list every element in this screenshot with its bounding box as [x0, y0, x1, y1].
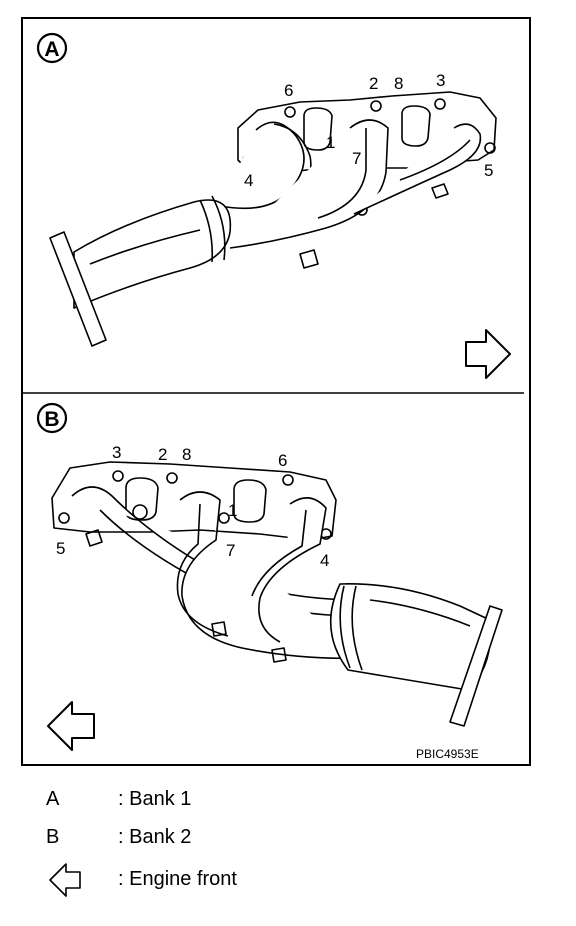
collector-b-ridge [369, 599, 471, 627]
stud-b-1 [85, 529, 103, 547]
stud-b-2 [211, 621, 227, 637]
legend-text-bank2: : Bank 2 [118, 826, 192, 848]
port-a-2 [401, 105, 431, 147]
panel-b-badge [36, 402, 68, 434]
runner-b-right [258, 497, 327, 643]
bolt-b-6 [282, 474, 294, 486]
runner-a-left [219, 121, 305, 210]
num-a-6: 6 [284, 81, 293, 100]
num-b-2: 2 [158, 445, 167, 464]
hollow-left-arrow-icon [49, 863, 81, 897]
runner-b-mid [179, 491, 363, 660]
legend-text-bank1: : Bank 1 [118, 788, 192, 810]
engine-front-arrow-a [465, 329, 511, 379]
num-b-1: 1 [228, 501, 237, 520]
collector-a-band2 [211, 195, 226, 261]
legend-key-a: A [46, 788, 60, 810]
stud-a-1 [299, 249, 319, 269]
panel-b: B [36, 402, 503, 751]
bolt-a-5 [484, 142, 496, 154]
collector-a-band [199, 199, 214, 263]
figure-frame [21, 17, 531, 766]
num-b-3: 3 [112, 443, 121, 462]
panel-a-badge-label: A [44, 38, 59, 61]
panel-b-numbers: 3 2 8 6 1 7 5 4 [56, 443, 329, 570]
num-a-3: 3 [436, 71, 445, 90]
legend-key-b: B [46, 826, 60, 848]
panel-b-badge-label: B [44, 408, 59, 431]
runner-b-right-inner [251, 509, 307, 597]
stud-a-2 [431, 183, 449, 199]
port-b-2 [233, 479, 267, 523]
num-a-5: 5 [484, 161, 493, 180]
legend-text-engine-front: : Engine front [118, 868, 237, 890]
num-b-4: 4 [320, 551, 329, 570]
num-a-7: 7 [352, 149, 361, 168]
bolt-b-stud-l [132, 504, 148, 520]
num-b-5: 5 [56, 539, 65, 558]
bolt-b-3 [112, 470, 124, 482]
outlet-flange-a [49, 231, 107, 347]
num-b-7: 7 [226, 541, 235, 560]
num-a-2: 2 [369, 74, 378, 93]
runner-b-mid-inner [176, 503, 229, 637]
collector-a-ridge [89, 229, 201, 265]
runner-a-right-inner [399, 139, 471, 181]
panel-a-badge [36, 32, 68, 64]
bolt-b-2 [166, 472, 178, 484]
runner-a-mid-inner [317, 128, 367, 219]
num-b-6: 6 [278, 451, 287, 470]
runner-a-right [353, 123, 482, 215]
port-b-1 [125, 477, 159, 521]
figure-code: PBIC4953E [416, 747, 479, 761]
bolt-b-5 [58, 512, 70, 524]
num-b-8: 8 [182, 445, 191, 464]
port-a-1 [303, 107, 333, 151]
stud-b-3 [271, 647, 287, 663]
panel-a: A [36, 32, 511, 379]
collector-b-band [339, 585, 351, 669]
bolt-a-3 [434, 98, 446, 110]
collector-b-band2 [351, 585, 363, 671]
num-a-1: 1 [326, 133, 335, 152]
runner-b-left [71, 486, 363, 601]
outlet-flange-b [449, 605, 503, 727]
collector-a [73, 199, 232, 309]
bolt-a-2 [370, 100, 382, 112]
num-a-4: 4 [244, 171, 253, 190]
bolt-a-6 [284, 106, 296, 118]
num-a-8: 8 [394, 74, 403, 93]
engine-front-arrow-b [47, 701, 95, 751]
panel-a-numbers: 6 2 8 3 1 7 4 5 [244, 71, 493, 190]
